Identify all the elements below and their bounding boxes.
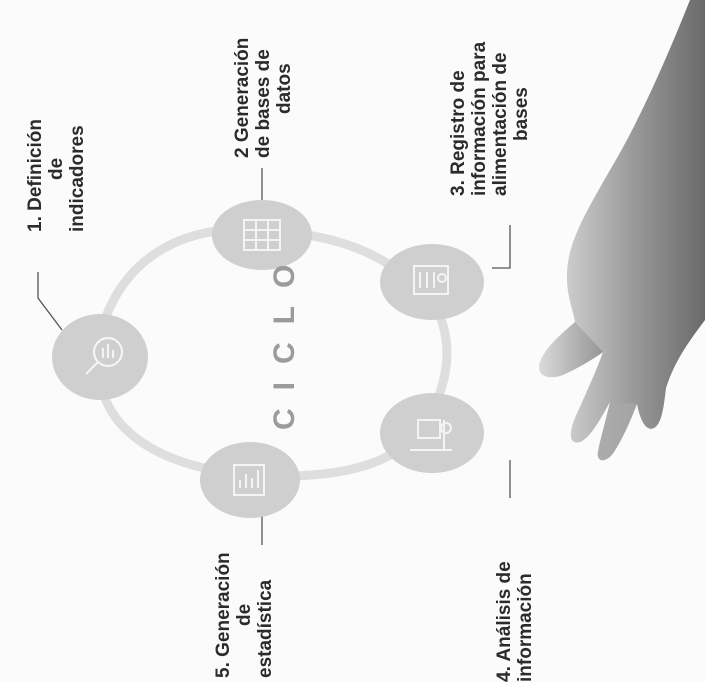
leader-line-3 [492,225,511,269]
hand-image [539,0,705,461]
center-label: CICLO [268,246,301,430]
analysis-desk-icon [410,419,452,451]
node-4 [380,393,484,473]
node-3-line-3: alimentación de [490,52,511,196]
node-2-line-2: de bases de [253,49,274,158]
node-4-line-1: 4. Análisis de [494,561,515,682]
node-2 [212,200,312,270]
node-label-1: 1. Definición de indicadores [25,119,88,232]
node-5 [200,442,300,518]
node-3-line-1: 3. Registro de [448,70,469,196]
spreadsheet-icon [243,219,281,251]
node-label-2: 2 Generación de bases de datos [232,38,295,158]
node-3 [380,244,484,320]
node-5-line-2: de [234,603,255,626]
node-label-4: 4. Análisis de información [494,561,536,682]
node-3-line-2: información para [469,41,490,196]
node-4-line-2: información [515,573,536,682]
node-5-line-1: 5. Generación [213,552,234,678]
leader-line-1 [37,272,63,331]
node-5-line-3: estadística [255,579,276,678]
node-label-3: 3. Registro de información para alimenta… [448,42,532,196]
node-1-line-2: de [46,157,67,180]
magnifier-chart-icon [85,336,124,375]
node-2-line-1: 2 Generación [232,37,253,158]
node-1-line-1: 1. Definición [25,119,46,232]
node-1 [52,314,148,400]
node-1-line-3: indicadores [67,125,88,232]
node-2-line-3: datos [274,63,295,114]
data-entry-icon [413,265,449,295]
node-3-line-4: bases [511,87,532,141]
statistics-report-icon [233,464,265,496]
node-label-5: 5. Generación de estadística [213,552,276,678]
